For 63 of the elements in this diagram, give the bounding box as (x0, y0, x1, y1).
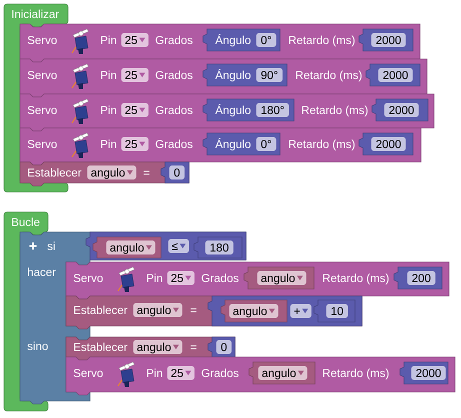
number-field: 2000 (371, 33, 406, 47)
dropdown-field: 25 (121, 33, 148, 47)
block-label: Inicializar (12, 10, 59, 18)
number-field: 0 (169, 166, 185, 180)
block-label: Establecer (74, 306, 128, 314)
dropdown-field: 25 (121, 137, 148, 151)
number-field: 2000 (378, 68, 413, 82)
dropdown-field: 25 (121, 68, 148, 82)
block-label: Ángulo (215, 138, 251, 150)
dropdown-field: angulo (229, 304, 278, 318)
block-label: Grados (156, 140, 192, 148)
block-label: Pin (101, 140, 116, 148)
dropdown-field: angulo (258, 366, 308, 380)
dropdown-field: angulo (257, 271, 306, 285)
block-label: Pin (147, 368, 162, 377)
block-label: = (190, 308, 196, 312)
block-label: Servo (28, 70, 57, 80)
block-label: Retardo (ms) (302, 106, 368, 116)
block-label: Grados (156, 36, 192, 44)
block-label: Ángulo (215, 69, 251, 82)
dropdown-field: angulo (133, 303, 182, 317)
block-label: Pin (101, 106, 116, 114)
block-label: = (190, 345, 196, 350)
block-label: si (48, 242, 55, 250)
dropdown-field: angulo (106, 240, 156, 254)
block-label: Retardo (ms) (296, 70, 362, 82)
dropdown-field: angulo (87, 166, 136, 180)
block-label: Servo (74, 274, 103, 282)
block-label: Ángulo (215, 104, 251, 116)
number-field: 0° (256, 137, 276, 151)
block-label: Bucle (12, 218, 40, 226)
block-label: Ángulo (215, 34, 251, 46)
number-field: 90° (256, 68, 283, 82)
block-label: Grados (156, 70, 192, 80)
number-field: 2000 (371, 137, 406, 151)
block-label: Servo (28, 140, 57, 148)
block-label: Servo (28, 36, 57, 44)
block-label: = (144, 170, 150, 175)
block-label: Servo (28, 106, 57, 114)
number-field: 200 (407, 271, 436, 285)
block-label: Establecer (28, 168, 82, 177)
block-label: Servo (74, 368, 103, 378)
dropdown-field: angulo (133, 340, 182, 354)
block-label: Grados (156, 106, 192, 114)
number-field: 180° (256, 103, 289, 117)
block-label: Grados (202, 274, 238, 282)
block-label: Retardo (ms) (323, 368, 389, 380)
block-label: Establecer (74, 342, 128, 352)
number-field: 2000 (411, 366, 446, 380)
block-label: Pin (147, 274, 162, 282)
number-field: 180 (205, 240, 234, 254)
number-field: 0° (256, 33, 276, 47)
block-label: Retardo (ms) (289, 36, 355, 46)
number-field: 2000 (384, 103, 419, 117)
block-label: Pin (101, 36, 116, 44)
block-label: Pin (101, 70, 116, 79)
number-field: 10 (326, 304, 348, 318)
block-label: hacer (28, 268, 56, 276)
block-label: sino (28, 342, 48, 350)
block-label: Retardo (ms) (323, 274, 389, 284)
block-label: Retardo (ms) (289, 140, 355, 150)
block-label: Grados (202, 368, 238, 378)
dropdown-field: 25 (121, 103, 148, 117)
